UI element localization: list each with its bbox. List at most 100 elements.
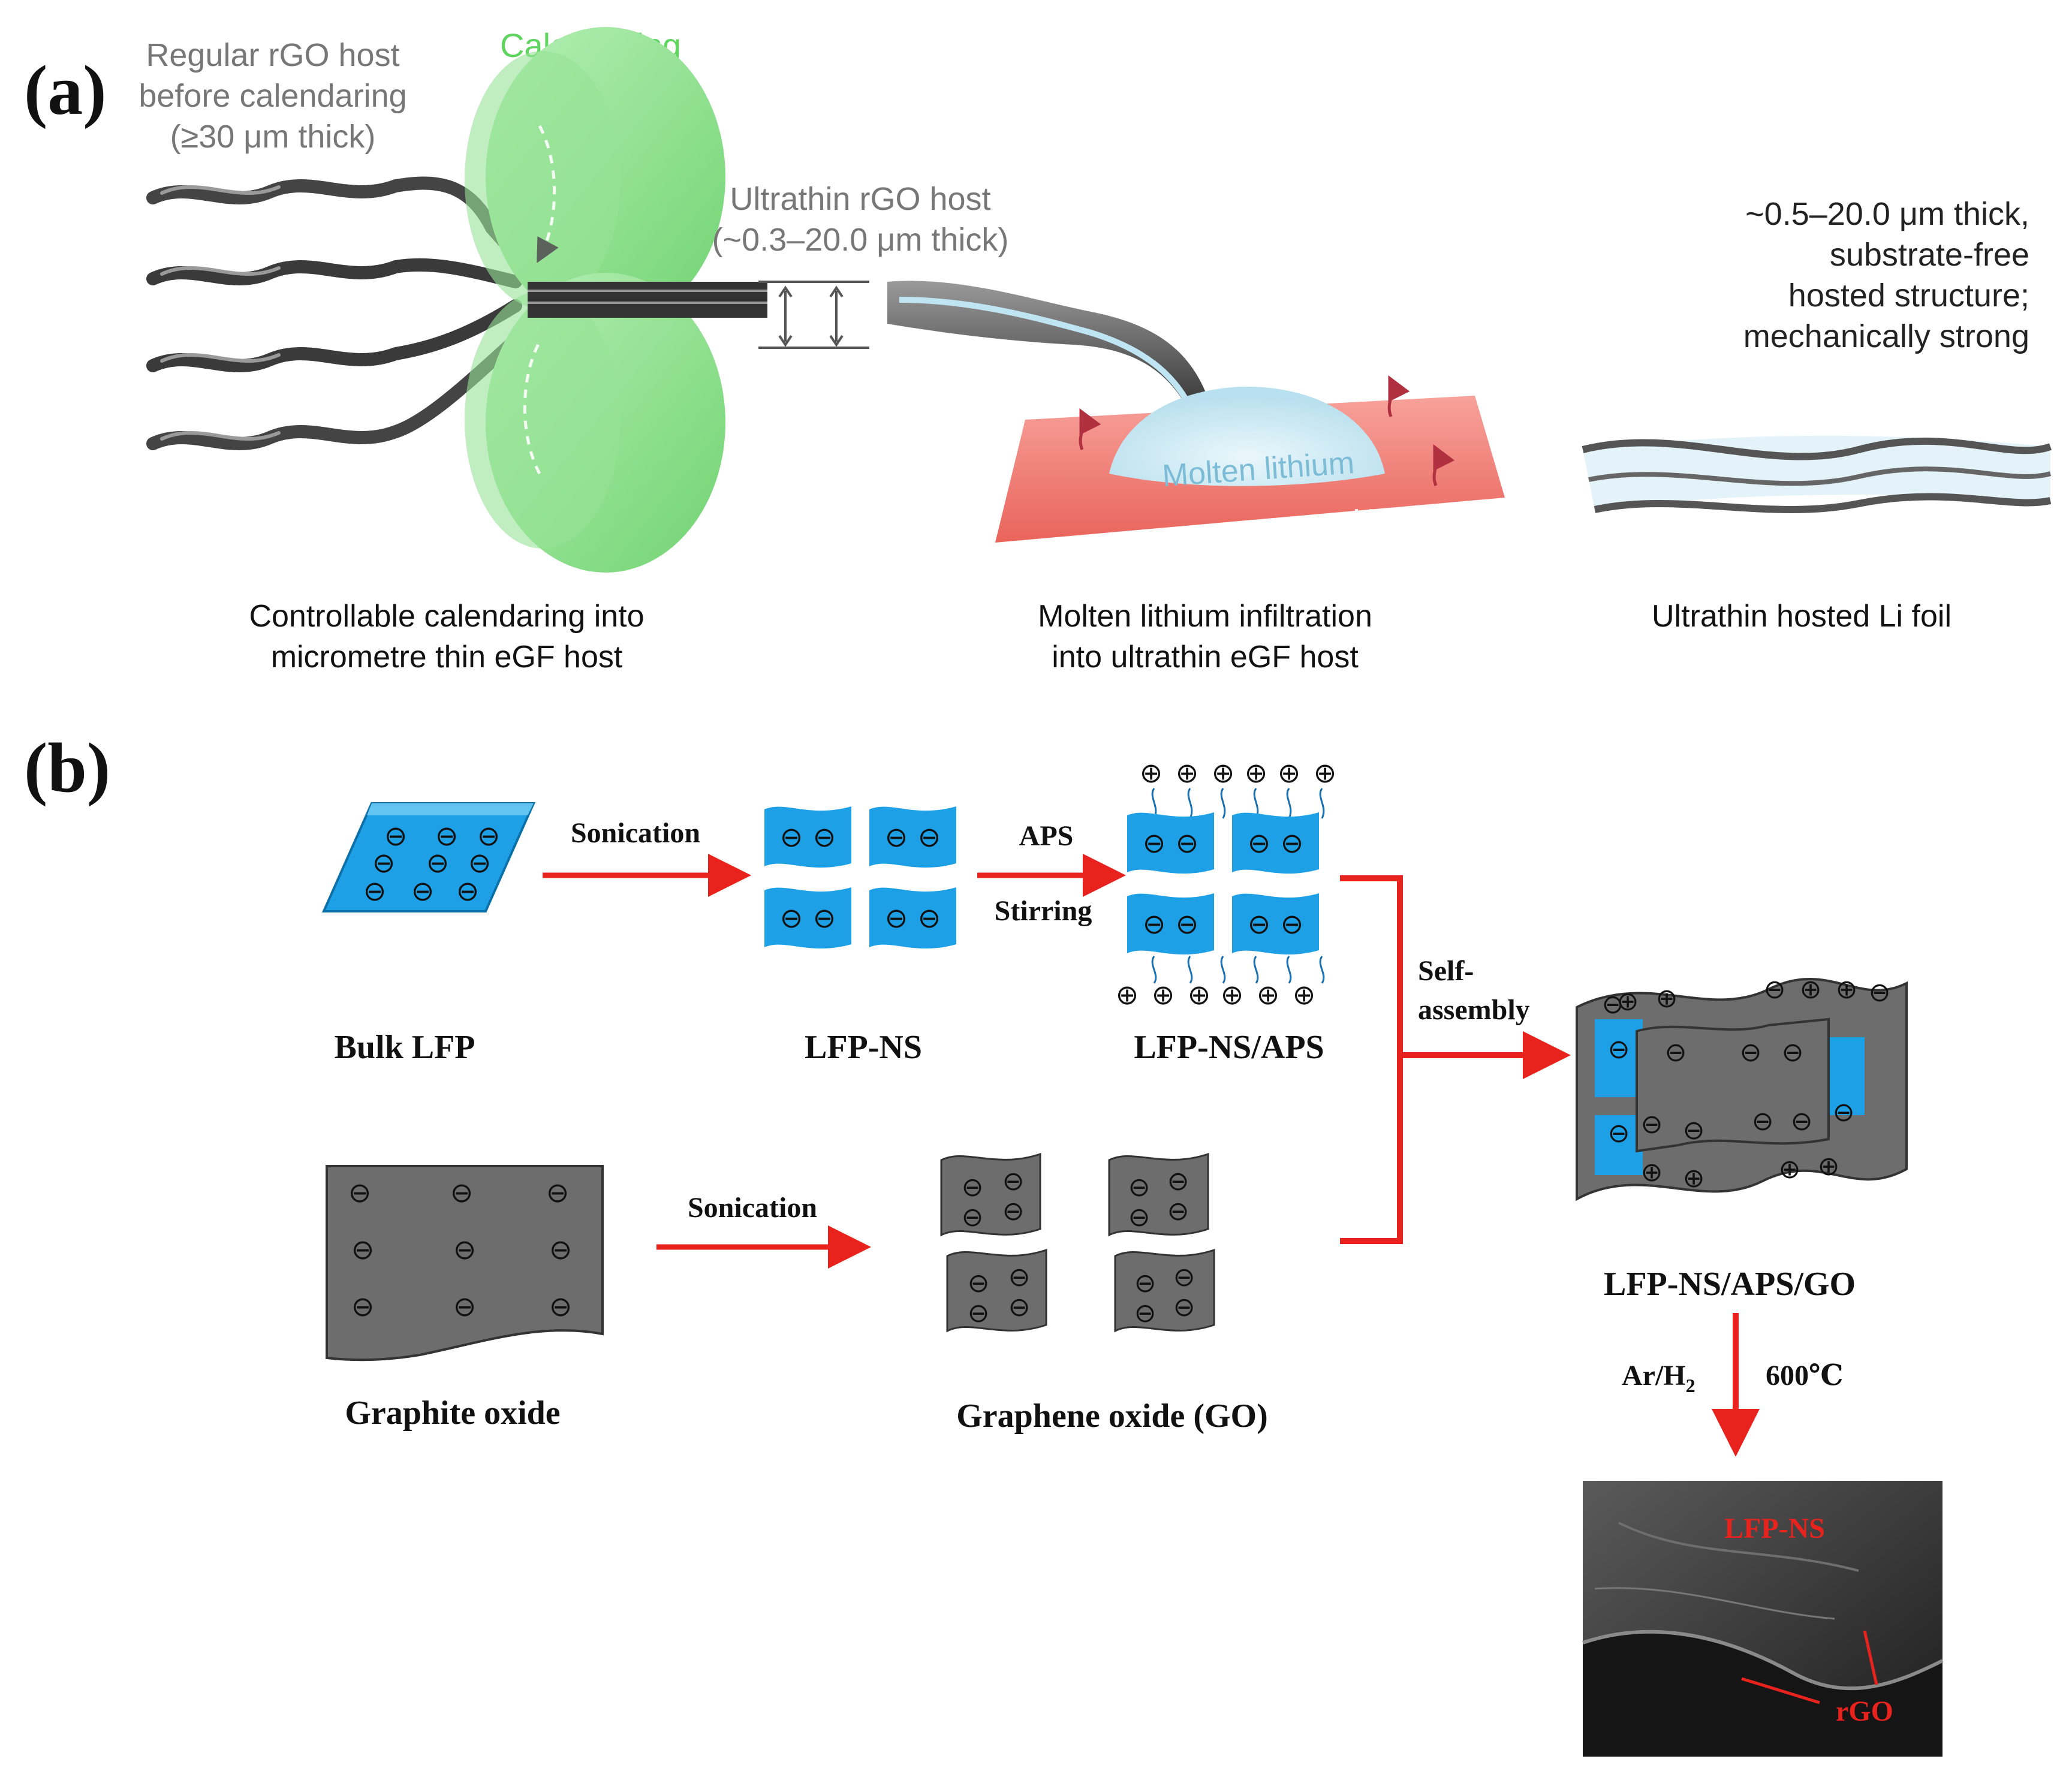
svg-text:⊖: ⊖ [411, 875, 435, 906]
lfp-ns-aps-go-composite: ⊕ ⊕ ⊕ ⊕ ⊖ ⊖ ⊖ ⊖ ⊖ ⊖ ⊖ ⊖ ⊖ ⊖ ⊖ ⊖ ⊖ ⊕ ⊕ ⊕ … [1576, 975, 1908, 1201]
svg-text:rGO: rGO [1836, 1695, 1893, 1727]
svg-text:⊖: ⊖ [1665, 1038, 1687, 1067]
ar-h2-text: Ar/H [1622, 1360, 1686, 1391]
svg-text:⊖: ⊖ [351, 1234, 375, 1265]
molten-lithium: Molten lithium [1109, 386, 1385, 493]
svg-text:⊕: ⊕ [1800, 975, 1822, 1004]
svg-text:⊖: ⊖ [1143, 827, 1166, 859]
go-sheets: ⊖ ⊖ ⊖ ⊖ ⊖ ⊖ ⊖ ⊖ ⊖ ⊖ ⊖ ⊖ ⊖ ⊖ ⊖ ⊖ [940, 1152, 1215, 1333]
svg-text:⊖: ⊖ [450, 1177, 474, 1208]
sem-image: LFP-NS rGO [1582, 1481, 1944, 1757]
svg-text:⊕: ⊕ [1641, 1158, 1663, 1187]
svg-text:⊕: ⊕ [1176, 757, 1199, 788]
svg-text:⊕: ⊕ [1116, 979, 1139, 1010]
svg-text:⊕: ⊕ [1617, 987, 1639, 1016]
aps-arrow: APS Stirring [977, 820, 1126, 927]
svg-text:⊖: ⊖ [453, 1291, 477, 1322]
svg-text:⊖: ⊖ [363, 875, 387, 906]
svg-text:⊕: ⊕ [1293, 979, 1316, 1010]
lfp-ns-sheets: ⊖ ⊖ ⊖ ⊖ ⊖ ⊖ ⊖ ⊖ [764, 806, 956, 949]
svg-text:⊖: ⊖ [1008, 1263, 1031, 1292]
svg-text:⊖: ⊖ [1167, 1197, 1189, 1226]
svg-text:⊖: ⊖ [453, 1234, 477, 1265]
lfp-ns-aps-label: LFP-NS/APS [1134, 1029, 1324, 1066]
svg-text:⊕: ⊕ [1221, 979, 1244, 1010]
svg-text:Self-: Self- [1418, 955, 1474, 987]
svg-text:substrate-free: substrate-free [1830, 237, 2029, 273]
svg-text:⊖: ⊖ [435, 820, 459, 851]
graphite-oxide: ⊖ ⊖ ⊖ ⊖ ⊖ ⊖ ⊖ ⊖ ⊖ [326, 1165, 604, 1362]
heat-arrows [1079, 375, 1455, 486]
self-assembly-connector [1340, 875, 1571, 1244]
upper-roller [465, 27, 725, 327]
svg-text:⊖: ⊖ [962, 1173, 984, 1202]
svg-text:⊖: ⊖ [1602, 990, 1624, 1019]
svg-text:⊖: ⊖ [372, 847, 396, 878]
ar-h2-subscript: 2 [1686, 1375, 1695, 1396]
svg-text:⊖: ⊖ [1173, 1263, 1195, 1292]
svg-text:mechanically strong: mechanically strong [1743, 318, 2029, 354]
sonication-arrow-1: Sonication [543, 817, 751, 897]
svg-text:⊕: ⊕ [1188, 979, 1211, 1010]
svg-text:⊖: ⊖ [1128, 1173, 1151, 1202]
svg-text:Ar/H2: Ar/H2 [1622, 1360, 1695, 1396]
svg-text:⊖: ⊖ [1869, 978, 1891, 1007]
svg-text:⊖: ⊖ [1641, 1110, 1663, 1139]
step3-caption: Ultrathin hosted Li foil [1652, 599, 1951, 634]
svg-text:⊖: ⊖ [1128, 1203, 1151, 1232]
svg-text:⊖: ⊖ [1173, 1293, 1195, 1322]
svg-text:⊖: ⊖ [885, 821, 908, 853]
regular-host-label: Regular rGO host before calendaring (≥30… [138, 37, 406, 155]
svg-text:⊖: ⊖ [1683, 1116, 1705, 1145]
svg-text:⊖: ⊖ [813, 902, 836, 933]
svg-text:⊕: ⊕ [1656, 984, 1678, 1013]
svg-text:⊖: ⊖ [1176, 827, 1199, 859]
svg-text:Hot plate: Hot plate [1353, 503, 1477, 538]
svg-text:⊖: ⊖ [468, 847, 492, 878]
svg-text:Stirring: Stirring [995, 895, 1092, 927]
svg-text:micrometre thin eGF host: micrometre thin eGF host [271, 640, 623, 674]
svg-text:⊖: ⊖ [1167, 1167, 1189, 1196]
compressed-stack [528, 282, 767, 318]
svg-text:⊖: ⊖ [456, 875, 480, 906]
svg-text:⊖: ⊖ [426, 847, 450, 878]
svg-text:before calendaring: before calendaring [138, 78, 406, 114]
svg-text:APS: APS [1019, 820, 1074, 852]
lfp-ns-label: LFP-NS [805, 1029, 922, 1066]
li-foil [1582, 435, 2052, 513]
svg-text:(~0.3–20.0 μm thick): (~0.3–20.0 μm thick) [712, 222, 1009, 258]
svg-text:⊖: ⊖ [1764, 975, 1786, 1004]
svg-text:⊖: ⊖ [549, 1291, 573, 1322]
svg-text:⊖: ⊖ [1833, 1098, 1855, 1127]
svg-text:⊖: ⊖ [1002, 1197, 1025, 1226]
svg-text:⊕: ⊕ [1212, 757, 1235, 788]
svg-text:Sonication: Sonication [571, 817, 700, 849]
svg-text:⊕: ⊕ [1257, 979, 1280, 1010]
step2-caption: Molten lithium infiltration into ultrath… [1038, 599, 1372, 674]
svg-text:⊖: ⊖ [780, 821, 803, 853]
anneal-arrow: Ar/H2 600℃ [1622, 1313, 1844, 1457]
svg-text:hosted structure;: hosted structure; [1788, 278, 2029, 314]
bulk-lfp-label: Bulk LFP [335, 1029, 475, 1066]
bulk-lfp: ⊖ ⊖ ⊖ ⊖ ⊖ ⊖ ⊖ ⊖ ⊖ [321, 802, 536, 912]
svg-text:⊕: ⊕ [1779, 1155, 1801, 1184]
lower-roller [465, 273, 725, 573]
svg-text:⊖: ⊖ [1002, 1167, 1025, 1196]
svg-text:⊖: ⊖ [1608, 1035, 1630, 1064]
svg-text:⊖: ⊖ [885, 902, 908, 933]
svg-text:⊕: ⊕ [1245, 757, 1268, 788]
svg-text:⊕: ⊕ [1314, 757, 1337, 788]
panel-a-label: (a) [24, 51, 107, 129]
temperature-text: 600℃ [1766, 1360, 1844, 1391]
svg-text:Ultrathin rGO host: Ultrathin rGO host [730, 181, 990, 217]
panel-b-label: (b) [24, 728, 110, 807]
svg-text:⊖: ⊖ [1281, 908, 1304, 939]
svg-text:⊖: ⊖ [1608, 1119, 1630, 1148]
svg-text:⊕: ⊕ [1278, 757, 1301, 788]
svg-text:⊖: ⊖ [962, 1203, 984, 1232]
svg-text:⊖: ⊖ [1134, 1299, 1157, 1328]
svg-text:⊖: ⊖ [477, 820, 501, 851]
svg-text:Controllable calendaring into: Controllable calendaring into [249, 599, 644, 634]
lfp-ns-aps: ⊕ ⊕ ⊕ ⊕ ⊕ ⊕ ⊖ ⊖ ⊖ ⊖ [1116, 757, 1337, 1010]
svg-text:⊕: ⊕ [1836, 975, 1858, 1004]
